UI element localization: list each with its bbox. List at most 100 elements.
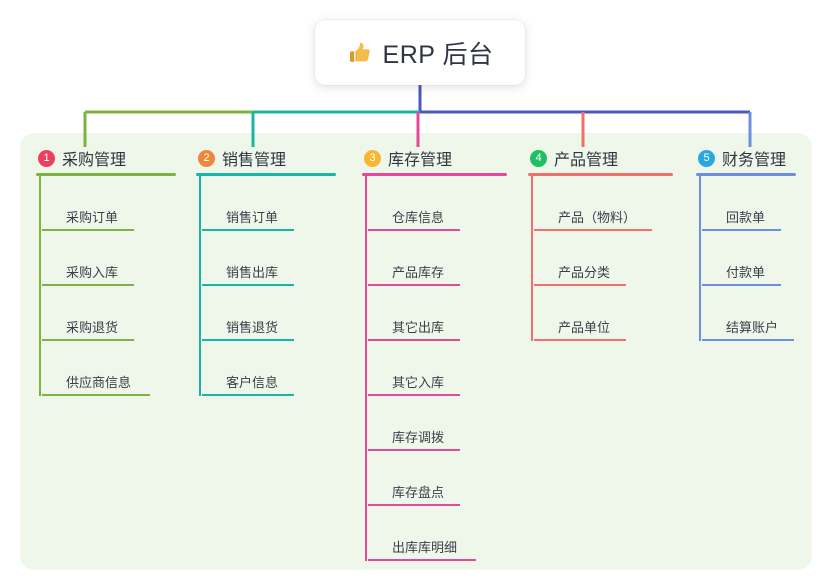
module-header-2[interactable]: 2 销售管理: [196, 147, 356, 169]
module-header-4[interactable]: 4 产品管理: [528, 147, 693, 169]
module-column-2: 2 销售管理销售订单销售出库销售退货客户信息: [196, 147, 356, 396]
module-item-label: 销售订单: [226, 210, 279, 225]
module-item-label: 库存盘点: [392, 485, 445, 500]
module-item-underline: [42, 284, 134, 286]
module-item-label: 销售退货: [226, 320, 279, 335]
module-spine-line: [531, 176, 533, 341]
module-item[interactable]: 付款单: [699, 231, 816, 286]
module-header-3[interactable]: 3 库存管理: [362, 147, 527, 169]
module-spine-line: [699, 176, 701, 341]
module-header-rule: [696, 173, 796, 176]
module-item[interactable]: 供应商信息: [39, 341, 196, 396]
module-spine-line: [199, 176, 201, 396]
module-item-label: 供应商信息: [66, 375, 132, 390]
module-item[interactable]: 仓库信息: [365, 176, 527, 231]
module-number-badge: 2: [198, 149, 215, 167]
module-title: 采购管理: [62, 152, 127, 169]
module-number-badge: 3: [364, 149, 381, 167]
module-column-5: 5 财务管理回款单付款单结算账户: [696, 147, 816, 341]
module-item[interactable]: 结算账户: [699, 286, 816, 341]
module-header-rule: [196, 173, 336, 176]
module-header-5[interactable]: 5 财务管理: [696, 147, 816, 169]
root-title-card[interactable]: ERP 后台: [315, 20, 525, 85]
thumbs-up-icon: [347, 40, 373, 66]
module-item-underline: [202, 339, 294, 341]
module-header-rule: [528, 173, 673, 176]
module-item[interactable]: 库存调拨: [365, 396, 527, 451]
module-item-list: 产品（物料） 产品分类产品单位: [528, 176, 693, 341]
module-item-label: 采购订单: [66, 210, 119, 225]
module-item-underline: [202, 229, 294, 231]
module-item[interactable]: 采购退货: [39, 286, 196, 341]
module-item[interactable]: 销售退货: [199, 286, 356, 341]
module-number-badge: 5: [698, 149, 715, 167]
module-item-label: 仓库信息: [392, 210, 445, 225]
module-item[interactable]: 产品库存: [365, 231, 527, 286]
module-item-underline: [368, 339, 460, 341]
module-item[interactable]: 产品分类: [531, 231, 693, 286]
module-item-underline: [368, 449, 460, 451]
module-title: 财务管理: [722, 152, 787, 169]
module-item-underline: [202, 284, 294, 286]
module-number-badge: 4: [530, 149, 547, 167]
module-header-rule: [36, 173, 176, 176]
module-item-underline: [368, 394, 460, 396]
module-spine-line: [365, 176, 367, 561]
module-column-1: 1 采购管理采购订单采购入库采购退货供应商信息: [36, 147, 196, 396]
module-title: 产品管理: [554, 152, 619, 169]
module-item-label: 结算账户: [726, 320, 779, 335]
module-item-underline: [368, 229, 460, 231]
module-item-label: 采购退货: [66, 320, 119, 335]
module-item-label: 销售出库: [226, 265, 279, 280]
module-item-underline: [368, 284, 460, 286]
module-item-label: 产品分类: [558, 265, 611, 280]
module-item[interactable]: 客户信息: [199, 341, 356, 396]
module-item[interactable]: 产品（物料）: [531, 176, 693, 231]
module-header-1[interactable]: 1 采购管理: [36, 147, 196, 169]
module-item-list: 采购订单采购入库采购退货供应商信息: [36, 176, 196, 396]
module-item-underline: [42, 339, 134, 341]
module-item-list: 仓库信息产品库存其它出库其它入库库存调拨库存盘点出库库明细: [362, 176, 527, 561]
module-item-underline: [702, 229, 781, 231]
module-item-label: 其它出库: [392, 320, 445, 335]
module-item-label: 付款单: [726, 265, 766, 280]
module-item-label: 产品（物料）: [558, 210, 637, 225]
module-item[interactable]: 回款单: [699, 176, 816, 231]
module-item-label: 库存调拨: [392, 430, 445, 445]
module-item-underline: [42, 394, 150, 396]
root-title-text: ERP 后台: [382, 40, 494, 69]
module-item-underline: [534, 339, 626, 341]
module-spine-line: [39, 176, 41, 396]
module-item-label: 产品库存: [392, 265, 445, 280]
module-column-4: 4 产品管理产品（物料） 产品分类产品单位: [528, 147, 693, 341]
module-item-label: 出库库明细: [392, 540, 458, 555]
module-item-underline: [534, 284, 626, 286]
module-item[interactable]: 销售订单: [199, 176, 356, 231]
module-number-badge: 1: [38, 149, 55, 167]
module-header-rule: [362, 173, 507, 176]
module-item[interactable]: 产品单位: [531, 286, 693, 341]
module-item-list: 回款单付款单结算账户: [696, 176, 816, 341]
module-title: 库存管理: [388, 152, 453, 169]
module-item-underline: [42, 229, 134, 231]
module-item-underline: [702, 339, 794, 341]
module-item-underline: [534, 229, 652, 231]
module-item-label: 采购入库: [66, 265, 119, 280]
module-item[interactable]: 出库库明细: [365, 506, 527, 561]
module-item[interactable]: 采购入库: [39, 231, 196, 286]
module-item-label: 产品单位: [558, 320, 611, 335]
module-item-underline: [202, 394, 294, 396]
module-item-label: 客户信息: [226, 375, 279, 390]
module-title: 销售管理: [222, 152, 287, 169]
module-item-underline: [368, 504, 460, 506]
module-item[interactable]: 采购订单: [39, 176, 196, 231]
module-item[interactable]: 其它出库: [365, 286, 527, 341]
module-item-label: 回款单: [726, 210, 766, 225]
module-item-underline: [368, 559, 476, 561]
module-column-3: 3 库存管理仓库信息产品库存其它出库其它入库库存调拨库存盘点出库库明细: [362, 147, 527, 561]
module-item[interactable]: 其它入库: [365, 341, 527, 396]
module-item[interactable]: 库存盘点: [365, 451, 527, 506]
modules-panel: [20, 133, 812, 570]
module-item[interactable]: 销售出库: [199, 231, 356, 286]
